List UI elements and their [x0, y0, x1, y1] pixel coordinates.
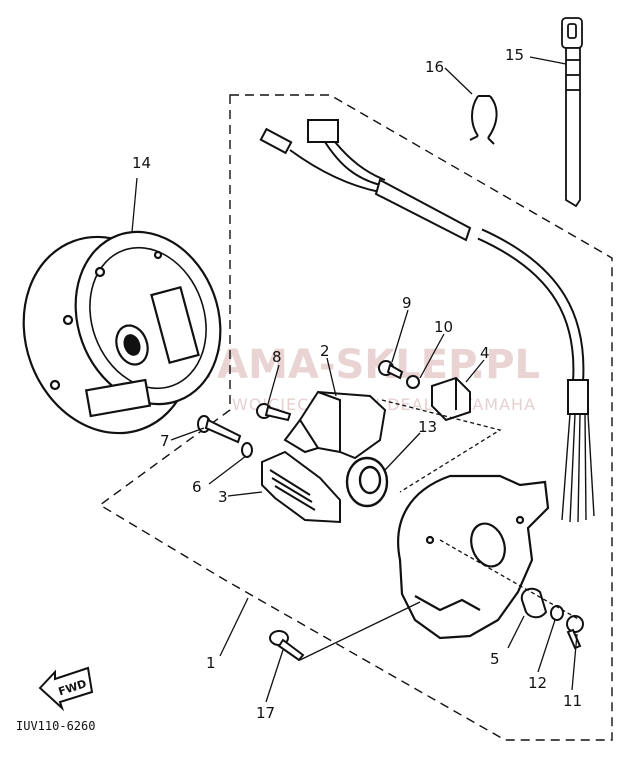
screw-9	[378, 360, 404, 380]
drawing-reference: IUV110-6260	[16, 719, 95, 733]
callout-11: 11	[563, 692, 582, 710]
callout-numbers: 14 15 16 2 3 4 10 9 8 7 6 13 5 12 11 17 …	[132, 46, 582, 722]
washer-6	[241, 442, 253, 458]
callout-9: 9	[402, 294, 412, 312]
callout-2: 2	[320, 342, 330, 360]
oil-seal	[345, 456, 389, 508]
callout-6: 6	[192, 478, 202, 496]
callout-15: 15	[505, 46, 524, 64]
callout-1: 1	[206, 654, 216, 672]
assembly-boundary	[98, 94, 613, 741]
callout-12: 12	[528, 674, 547, 692]
screw-17	[269, 630, 305, 662]
callout-17: 17	[256, 704, 275, 722]
callout-14: 14	[132, 154, 151, 172]
cable-tie	[561, 17, 583, 208]
flywheel-rotor	[22, 230, 222, 435]
bolt-7	[197, 415, 242, 444]
callout-13: 13	[418, 418, 437, 436]
screw-11	[566, 615, 584, 650]
callout-16: 16	[425, 58, 444, 76]
callout-7: 7	[160, 432, 170, 450]
callout-8: 8	[272, 348, 282, 366]
leader-lines	[131, 56, 581, 703]
callout-5: 5	[490, 650, 500, 668]
stator-base-plate	[397, 474, 550, 640]
watermark-brand: YAMA-SKLEP.PL	[191, 342, 540, 388]
wire-clamp	[469, 95, 498, 145]
pulser-coil	[431, 376, 471, 422]
washer-10	[406, 375, 420, 389]
callout-3: 3	[218, 488, 228, 506]
fasteners	[197, 360, 584, 662]
callout-10: 10	[434, 318, 453, 336]
lead-clamp	[520, 587, 548, 619]
lighting-coil	[261, 450, 341, 524]
fwd-arrow: FWD	[38, 666, 94, 712]
screw-8	[256, 403, 292, 422]
washer-12	[550, 605, 564, 621]
wire-harness	[259, 119, 595, 523]
callout-4: 4	[480, 344, 490, 362]
